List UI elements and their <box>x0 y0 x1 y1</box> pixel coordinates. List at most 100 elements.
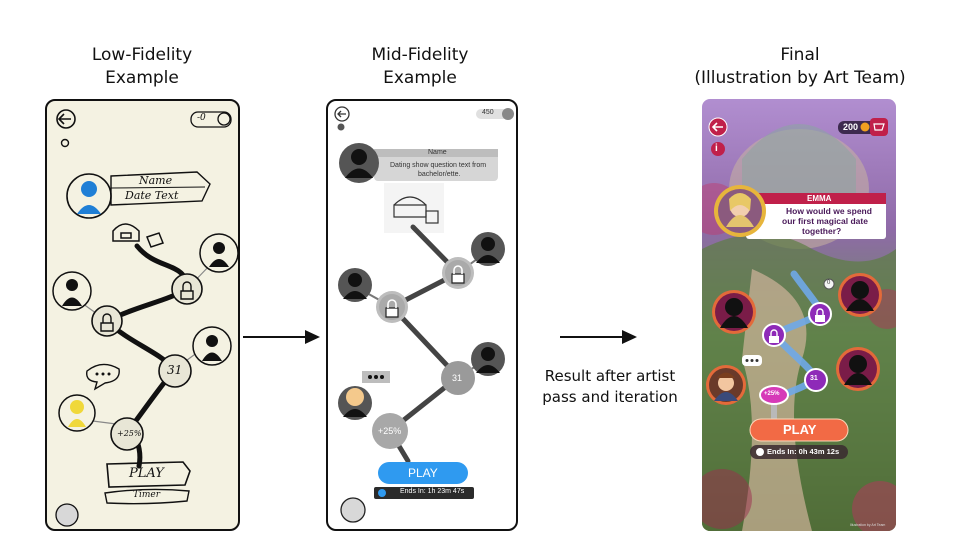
character-avatar <box>471 232 505 266</box>
percent-label: +25% <box>378 426 402 436</box>
ends-in-pill <box>374 487 474 499</box>
play-label: PLAY <box>408 466 438 480</box>
name-label: Name <box>428 149 447 156</box>
play-label: PLAY <box>783 422 817 437</box>
ends-in-pill <box>750 445 848 459</box>
character-avatar <box>836 347 880 391</box>
question-line-2: our first magical date <box>782 216 868 226</box>
back-arrow-icon[interactable] <box>56 109 76 129</box>
character-avatar <box>52 271 92 311</box>
final-heading: Final (Illustration by Art Team) <box>680 44 920 90</box>
caption-line-1: Result after artist <box>544 367 676 385</box>
final-illustration <box>702 117 896 531</box>
node-31-label: 31 <box>810 375 818 382</box>
level-node-31[interactable] <box>441 361 475 395</box>
arrow-right-icon <box>560 330 637 344</box>
question-line-3: together? <box>802 226 842 236</box>
player-avatar <box>706 365 746 405</box>
question-line-1: Dating show question text from <box>390 162 487 169</box>
info-icon[interactable] <box>711 142 725 156</box>
currency-pill <box>838 121 880 134</box>
treasure-chest-icon <box>112 223 164 248</box>
locked-node[interactable] <box>171 273 203 305</box>
art-credit: Illustration by Art Team <box>850 523 886 527</box>
info-icon[interactable] <box>60 138 70 148</box>
locked-node[interactable] <box>762 323 786 347</box>
chat-bubble-icon <box>86 363 120 391</box>
percent-label: +25% <box>117 429 142 438</box>
level-node-31[interactable] <box>158 354 192 388</box>
node-31-label: 31 <box>167 363 183 377</box>
final-subtitle: (Illustration by Art Team) <box>694 68 906 88</box>
level-node-31[interactable] <box>804 368 828 392</box>
question-line-1: How would we spend <box>786 206 872 216</box>
final-title: Final <box>780 45 820 65</box>
character-avatar <box>199 233 238 273</box>
avatar <box>66 173 112 219</box>
count-badge-label: 0 <box>827 280 831 286</box>
low-fidelity-title: Low-Fidelity <box>91 45 193 65</box>
back-arrow-icon[interactable] <box>334 106 350 122</box>
locked-node[interactable] <box>376 291 408 323</box>
avatar <box>339 143 379 183</box>
percent-node[interactable] <box>110 417 144 451</box>
play-button[interactable] <box>106 461 191 488</box>
locked-node[interactable] <box>808 302 832 326</box>
character-name: EMMA <box>807 194 832 203</box>
currency-value: 450 <box>482 109 494 116</box>
timer-label: Timer <box>133 490 161 500</box>
name-label: Name <box>139 174 173 187</box>
play-button[interactable] <box>749 418 849 442</box>
low-fidelity-sketch <box>52 109 238 527</box>
character-avatar <box>471 342 505 376</box>
result-caption: Result after artist pass and iteration <box>540 366 680 408</box>
treasure-chest-icon <box>393 196 439 224</box>
locked-node[interactable] <box>442 257 474 289</box>
chat-bubble-icon <box>362 371 390 383</box>
locked-node[interactable] <box>91 305 123 337</box>
chat-bubble-icon <box>742 355 762 366</box>
player-avatar <box>58 394 96 432</box>
ends-in-label: Ends In: 1h 23m 47s <box>400 488 465 495</box>
currency-pill <box>476 109 510 119</box>
low-fidelity-phone: Name Date Text 31 +25% PLAY Timer -0 <box>45 99 240 531</box>
character-avatar <box>712 290 756 334</box>
play-label: PLAY <box>129 466 164 481</box>
mid-fidelity-subtitle: Example <box>383 68 457 88</box>
final-phone: 200 i EMMA How would we spend our first … <box>702 99 896 531</box>
ends-in-label: Ends In: 0h 43m 12s <box>767 447 840 456</box>
info-label: i <box>715 143 718 154</box>
mid-fidelity-title: Mid-Fidelity <box>371 45 469 65</box>
timer-pill <box>104 488 190 505</box>
cart-icon[interactable] <box>502 108 514 120</box>
counter-label: -0 <box>197 113 206 123</box>
percent-node[interactable] <box>759 385 789 405</box>
character-avatar <box>192 326 232 366</box>
arrow-right-icon <box>243 330 320 344</box>
node-31-label: 31 <box>452 373 463 383</box>
mid-fidelity-wireframe <box>334 106 514 523</box>
character-avatar <box>338 268 372 302</box>
question-banner <box>746 193 886 239</box>
home-button[interactable] <box>55 503 79 527</box>
home-button[interactable] <box>340 497 366 523</box>
character-avatar <box>838 273 882 317</box>
play-button[interactable] <box>378 462 468 484</box>
character-portrait <box>714 185 766 237</box>
low-fidelity-heading: Low-Fidelity Example <box>62 44 222 90</box>
question-line-2: bachelor/ette. <box>418 171 461 178</box>
date-text-label: Date Text <box>125 189 179 202</box>
back-arrow-icon[interactable] <box>708 117 728 137</box>
caption-line-2: pass and iteration <box>542 388 678 406</box>
currency-value: 200 <box>843 122 859 132</box>
currency-counter <box>190 111 232 128</box>
cart-icon[interactable] <box>870 118 888 136</box>
count-badge <box>823 278 835 290</box>
percent-label: +25% <box>764 391 780 397</box>
info-icon[interactable] <box>337 123 345 131</box>
low-fidelity-subtitle: Example <box>105 68 179 88</box>
mid-fidelity-heading: Mid-Fidelity Example <box>340 44 500 90</box>
name-bubble <box>110 171 211 206</box>
percent-node[interactable] <box>372 413 408 449</box>
player-avatar <box>338 386 372 420</box>
